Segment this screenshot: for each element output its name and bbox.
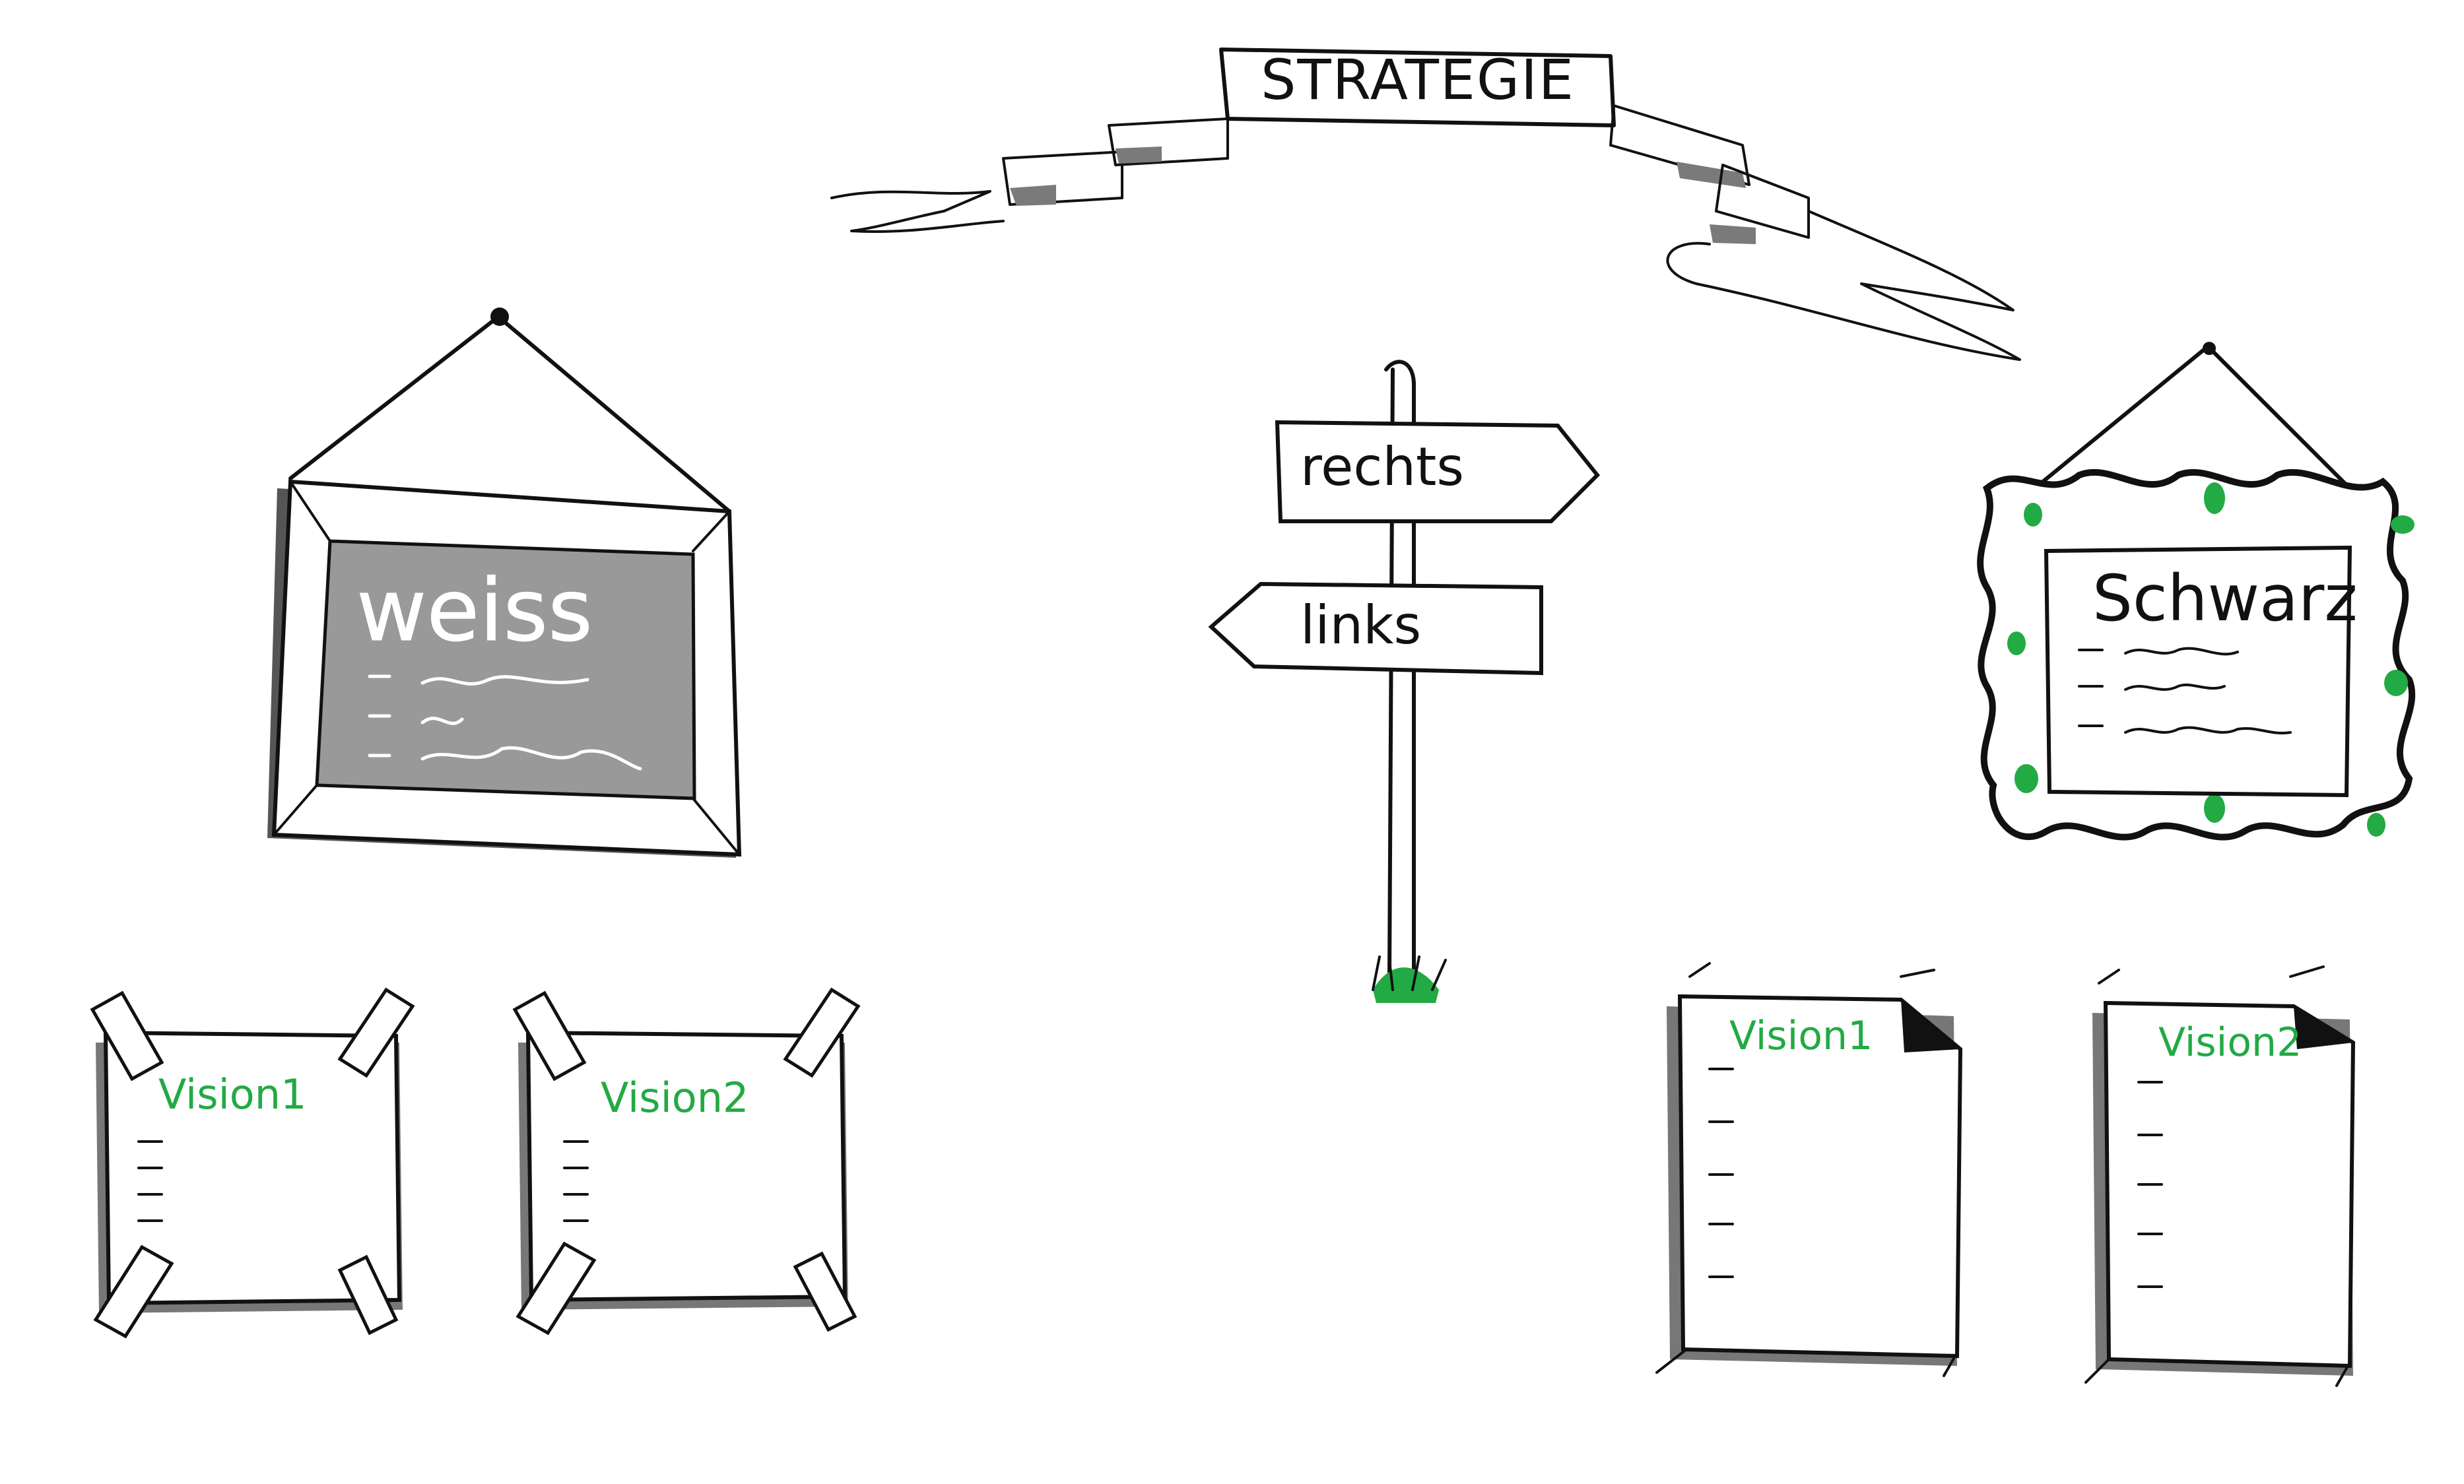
- vision-note-left-2-label: Vision2: [601, 1074, 749, 1122]
- frame-weiss: weiss: [267, 307, 742, 858]
- vision-note-left-1-label: Vision1: [158, 1070, 306, 1118]
- ornament-dots: [2007, 482, 2414, 837]
- grass-tuft: [1372, 955, 1447, 1003]
- chalkboard: [315, 539, 696, 800]
- vision-note-right-2-label: Vision2: [2158, 1019, 2302, 1066]
- frame-weiss-title: weiss: [356, 560, 593, 661]
- sign-rechts-label: rechts: [1300, 436, 1464, 498]
- frame-schwarz: Schwarz: [1977, 342, 2416, 841]
- sign-links: links: [1208, 581, 1543, 676]
- signpost: rechts links: [1208, 360, 1601, 1003]
- frame-schwarz-title: Schwarz: [2092, 562, 2358, 635]
- vision-note-left-2: Vision2: [512, 987, 861, 1336]
- vision-note-left-1: Vision1: [90, 987, 415, 1339]
- sign-links-label: links: [1300, 595, 1421, 656]
- vision-note-right-1-label: Vision1: [1729, 1013, 1873, 1059]
- sign-rechts: rechts: [1275, 420, 1601, 523]
- strategy-banner: STRATEGIE: [830, 48, 2021, 361]
- vision-note-right-2: Vision2: [2084, 965, 2356, 1387]
- vision-note-right-1: Vision1: [1655, 962, 1963, 1377]
- banner-title: STRATEGIE: [1261, 48, 1575, 112]
